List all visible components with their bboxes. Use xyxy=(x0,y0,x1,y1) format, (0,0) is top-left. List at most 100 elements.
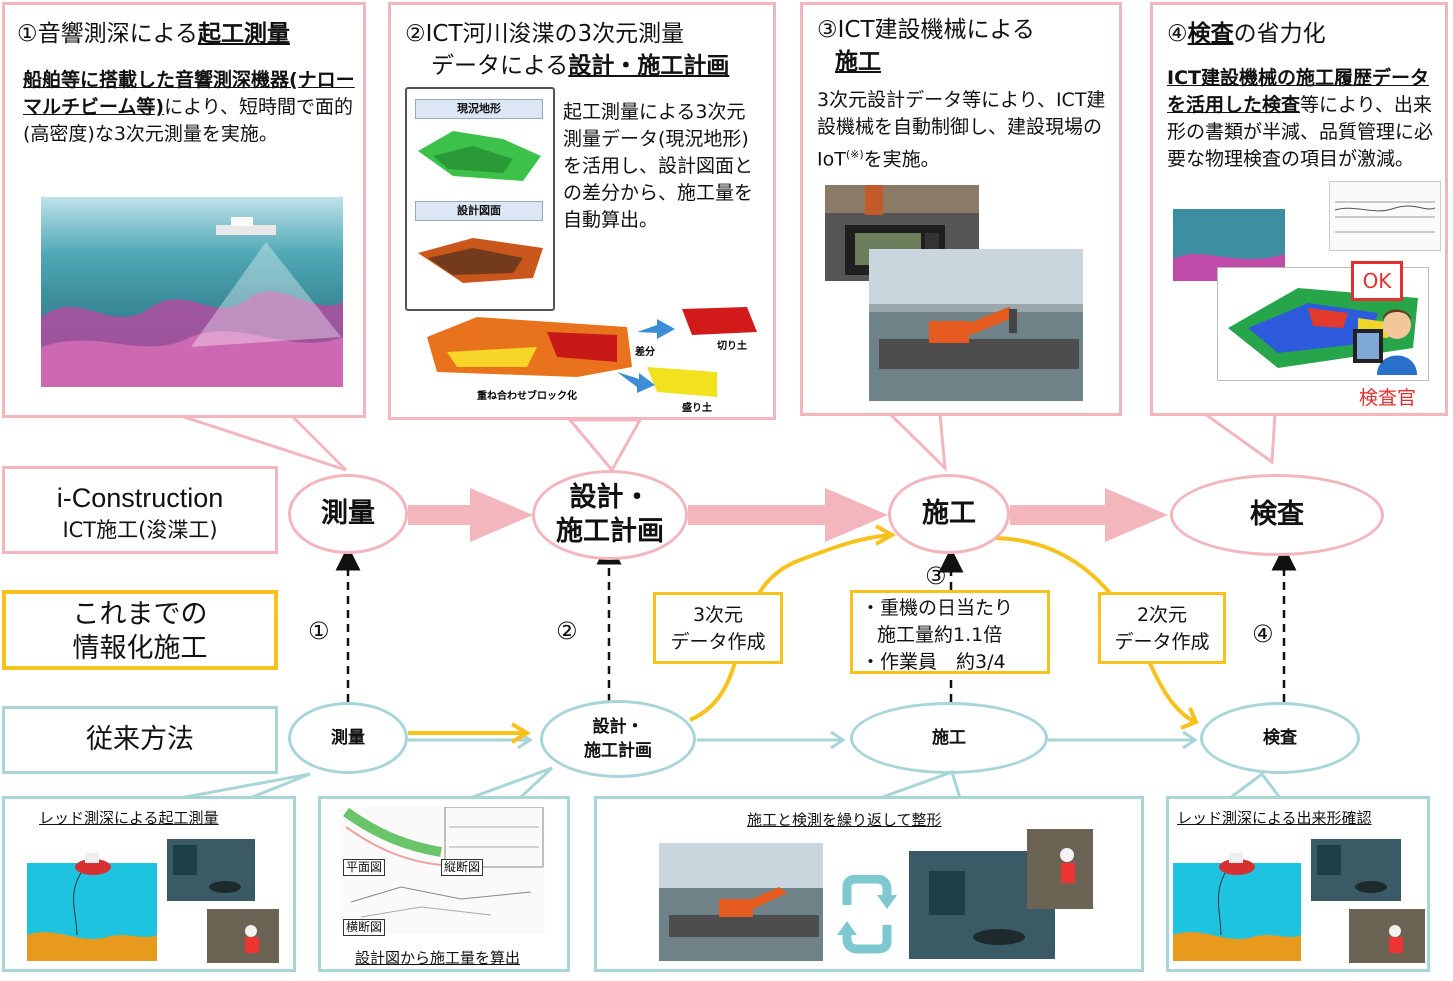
lead-survey-diagram xyxy=(27,845,157,961)
node-top-design-line1: 設計・ xyxy=(569,482,651,513)
panel-label-current-terrain: 現況地形 xyxy=(415,99,543,119)
node-bottom-construction: 施工 xyxy=(850,702,1048,774)
box-effect-line3: ・作業員 約3/4 xyxy=(861,651,1006,673)
step-number-4: ④ xyxy=(1252,620,1274,648)
repeat-cycle-icon xyxy=(837,874,897,955)
inspection-data-sheet xyxy=(1329,181,1441,251)
row-label-conventional-line1: 従来方法 xyxy=(86,724,194,755)
lead-survey-photo-boat xyxy=(167,839,255,901)
row-label-conventional: 従来方法 xyxy=(2,706,278,774)
row-label-informatized: これまでの 情報化施工 xyxy=(2,590,278,670)
inspector-avatar xyxy=(1349,305,1423,377)
row-label-iconstruction-line2: ICT施工(浚渫工) xyxy=(62,518,218,542)
callout-construction: ③ICT建設機械による 施工 3次元設計データ等により、ICT建設機械を自動制御… xyxy=(800,2,1122,416)
callout-design-title-line2: データによる設計・施工計画 xyxy=(431,51,729,81)
bottom-box-lead-survey-caption: レッド測深による起工測量 xyxy=(39,809,219,827)
callout-inspection-body-rest: 等により、出来形の書類が半減、品質管理に必要な物理検査の項目が激減。 xyxy=(1167,94,1434,170)
callout-inspection: ④検査の省力化 ICT建設機械の施工履歴データを活用した検査等により、出来形の書… xyxy=(1150,2,1448,416)
step-number-1: ① xyxy=(308,617,330,645)
node-top-design: 設計・ 施工計画 xyxy=(532,470,688,560)
box-2d-data-line1: 2次元 xyxy=(1136,604,1188,626)
node-bottom-inspection: 検査 xyxy=(1200,702,1360,774)
callout-survey-title-prefix: ①音響測深による xyxy=(17,21,198,47)
bottom-box-design-calc-caption: 設計図から施工量を算出 xyxy=(355,949,521,967)
node-bottom-construction-label: 施工 xyxy=(932,728,966,748)
row-label-iconstruction: i-Construction ICT施工(浚渫工) xyxy=(2,466,278,554)
callout-design-title-line1: ②ICT河川浚渫の3次元測量 xyxy=(405,21,685,47)
callout-construction-title-line2: 施工 xyxy=(835,49,881,75)
machine-monitor-photo xyxy=(825,185,979,281)
sonar-survey-illustration xyxy=(41,197,343,387)
callout-inspection-title-rest: の省力化 xyxy=(1233,21,1326,47)
callout-design: ②ICT河川浚渫の3次元測量 データによる設計・施工計画 現況地形 設計図面 起… xyxy=(388,2,776,420)
as-built-photo-worker xyxy=(1349,909,1425,963)
box-effect-line1: ・重機の日当たり xyxy=(861,597,1014,619)
node-top-inspection-label: 検査 xyxy=(1250,499,1304,530)
callout-inspection-title-bold: 検査 xyxy=(1187,21,1234,47)
bottom-callout-tails xyxy=(179,766,1283,800)
callout-inspection-body: ICT建設機械の施工履歴データを活用した検査等により、出来形の書類が半減、品質管… xyxy=(1167,65,1442,173)
step-number-3: ③ xyxy=(925,562,947,590)
callout-survey-title-bold: 起工測量 xyxy=(197,21,290,47)
callout-design-title-prefix: データによる xyxy=(431,53,569,79)
node-bottom-design: 設計・ 施工計画 xyxy=(540,700,696,778)
callout-inspection-body-bold: ICT建設機械の施工履歴データを活用した検査 xyxy=(1167,67,1429,116)
node-top-design-line2: 施工計画 xyxy=(556,516,664,547)
label-cut-soil: 切り土 xyxy=(717,339,747,352)
node-bottom-survey: 測量 xyxy=(288,702,408,774)
box-3d-data-line1: 3次元 xyxy=(692,604,744,626)
design-drawing-model xyxy=(418,238,543,283)
loop-photo-worker xyxy=(1027,829,1093,909)
box-2d-data-line2: データ作成 xyxy=(1114,631,1210,653)
callout-inspection-title-prefix: ④ xyxy=(1167,21,1188,47)
excavator-barge-photo xyxy=(869,249,1083,401)
yellow-flow-arrows xyxy=(408,524,1199,744)
box-2d-data-creation: 2次元 データ作成 xyxy=(1098,592,1226,664)
callout-design-title-bold: 設計・施工計画 xyxy=(568,53,730,79)
node-top-survey-label: 測量 xyxy=(321,498,375,529)
inspector-label: 検査官 xyxy=(1359,387,1417,409)
node-bottom-design-line2: 施工計画 xyxy=(584,741,652,761)
bottom-box-as-built-caption: レッド測深による出来形確認 xyxy=(1177,809,1372,827)
node-top-design-label: 設計・ 施工計画 xyxy=(556,481,664,549)
bottom-box-as-built-check: レッド測深による出来形確認 xyxy=(1166,796,1430,972)
callout-construction-body-sup: (※) xyxy=(845,148,864,161)
current-terrain-model xyxy=(418,131,541,181)
callout-design-body: 起工測量による3次元測量データ(現況地形)を活用し、設計図面との差分から、施工量… xyxy=(563,101,754,231)
node-bottom-design-line1: 設計・ xyxy=(592,717,644,737)
node-top-construction-label: 施工 xyxy=(922,498,976,529)
label-fill-soil: 盛り土 xyxy=(682,401,712,414)
box-3d-data-line2: データ作成 xyxy=(670,631,766,653)
step-number-2: ② xyxy=(556,617,578,645)
box-effect-line2: 施工量約1.1倍 xyxy=(877,624,1003,646)
callout-construction-body-part1: 3次元設計データ等により、ICT建設機械を自動制御し、建設現場のIoT xyxy=(817,89,1106,171)
callout-survey-body-rest: により、短時間で面的(高密度)な3次元測量を実施。 xyxy=(23,96,353,145)
callout-construction-body-part2: を実施。 xyxy=(863,148,940,171)
callout-construction-body: 3次元設計データ等により、ICT建設機械を自動制御し、建設現場のIoT(※)を実… xyxy=(817,87,1107,173)
label-block-overlay: 重ね合わせブロック化 xyxy=(477,389,577,402)
callout-construction-title-line1: ③ICT建設機械による xyxy=(817,17,1035,43)
as-built-lead-diagram xyxy=(1173,845,1301,961)
callout-survey-body-bold: 船舶等に搭載した音響測深機器(ナローマルチビーム等) xyxy=(23,69,355,118)
bottom-box-construct-inspect-loop: 施工と検測を繰り返して整形 xyxy=(594,796,1144,972)
label-diff: 差分 xyxy=(635,345,655,358)
row-label-informatized-line1: これまでの xyxy=(72,599,208,630)
callout-survey: ①音響測深による起工測量 船舶等に搭載した音響測深機器(ナローマルチビーム等)に… xyxy=(2,2,366,418)
node-bottom-survey-label: 測量 xyxy=(331,728,365,748)
row-label-iconstruction-line1: i-Construction xyxy=(56,483,224,513)
node-bottom-inspection-label: 検査 xyxy=(1263,728,1297,748)
bottom-box-design-calc: 平面図 縦断図 横断図 設計図から施工量を算出 xyxy=(318,796,570,972)
callout-tails xyxy=(174,412,1277,473)
tag-plan-view: 平面図 xyxy=(343,859,386,876)
callout-inspection-title: ④検査の省力化 xyxy=(1167,19,1326,49)
pink-flow-arrows xyxy=(408,488,1168,542)
tag-longitudinal-view: 縦断図 xyxy=(441,859,484,876)
terrain-panels: 現況地形 設計図面 xyxy=(405,87,555,311)
node-top-survey: 測量 xyxy=(288,474,408,554)
bottom-box-loop-caption: 施工と検測を繰り返して整形 xyxy=(747,811,942,829)
ok-stamp: OK xyxy=(1351,261,1403,301)
node-top-construction: 施工 xyxy=(888,474,1010,554)
row-label-informatized-line2: 情報化施工 xyxy=(72,633,208,664)
callout-survey-title: ①音響測深による起工測量 xyxy=(17,19,290,49)
node-top-inspection: 検査 xyxy=(1170,474,1384,556)
